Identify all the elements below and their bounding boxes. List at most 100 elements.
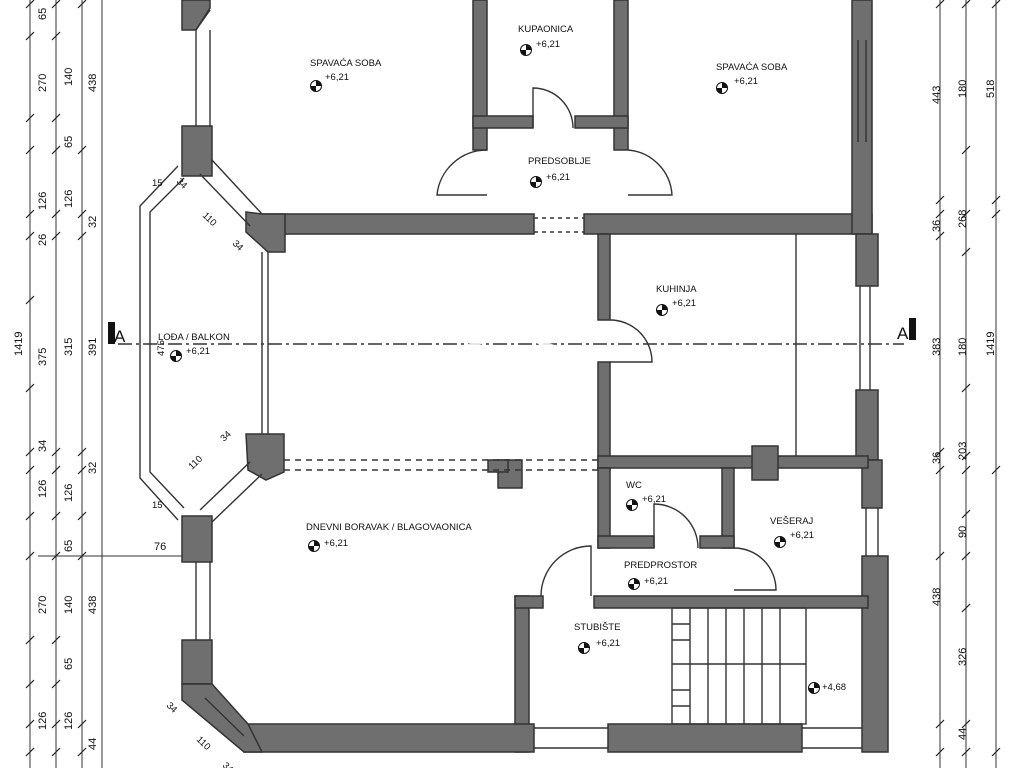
dim-left-1: 126 <box>37 480 49 498</box>
dim-left-3: 391 <box>87 338 99 356</box>
dim-inner: 34 <box>230 238 245 253</box>
dim-left-2: 32 <box>87 462 99 474</box>
dimension-tick <box>25 383 35 393</box>
dim-right-1: 383 <box>931 338 943 356</box>
room-label: LOĐA / BALKON <box>158 332 230 343</box>
dim-left-2: 65 <box>63 136 75 148</box>
dimension-tick <box>961 509 971 519</box>
dim-right-2: 90 <box>957 526 969 538</box>
dim-left-2: 32 <box>87 216 99 228</box>
dim-left-3: 44 <box>87 738 99 750</box>
section-mark-left: A <box>114 327 126 346</box>
dimension-tick <box>961 145 971 155</box>
dim-left-1: 34 <box>37 440 49 452</box>
dim-left-3: 438 <box>87 596 99 614</box>
room-living-dining: DNEVNI BORAVAK / BLAGOVAONICA +6,21 <box>306 522 472 552</box>
room-level: +6,21 <box>642 494 666 505</box>
dim-left-2: 65 <box>63 658 75 670</box>
dimension-tick <box>25 0 35 9</box>
dim-left-2: 140 <box>63 596 75 614</box>
dimension-tick <box>77 465 87 475</box>
room-kitchen: KUHINJA +6,21 <box>656 284 697 316</box>
dimension-tick <box>51 231 61 241</box>
dim-left-1: 270 <box>37 596 49 614</box>
dim-right-2: 203 <box>957 442 969 460</box>
dim-right-2: 326 <box>957 648 969 666</box>
watermark: GAZDAR nekretnine <box>429 327 591 439</box>
room-bedroom-left: SPAVAĆA SOBA +6,21 <box>310 58 382 92</box>
room-balcony: LOĐA / BALKON +6,21 <box>158 332 230 362</box>
dimension-tick <box>991 465 1001 475</box>
dim-right-2: 44 <box>957 728 969 740</box>
dimension-tick <box>77 447 87 457</box>
dim-left-1: 126 <box>37 712 49 730</box>
dimension-tick <box>25 511 35 521</box>
dim-left-2: 126 <box>63 484 75 502</box>
dim-right-1: 438 <box>931 588 943 606</box>
dimension-tick <box>935 231 945 241</box>
dimension-tick <box>77 209 87 219</box>
dimension-tick <box>961 719 971 729</box>
dim-right-1: 443 <box>931 86 943 104</box>
dim-left-2: 140 <box>63 68 75 86</box>
dimension-tick <box>935 719 945 729</box>
dimension-tick <box>991 0 1001 9</box>
room-level: +6,21 <box>325 72 349 83</box>
dimension-tick <box>961 247 971 257</box>
dimension-tick <box>51 747 61 757</box>
dimension-tick <box>51 635 61 645</box>
dimension-tick <box>25 447 35 457</box>
room-level: +6,21 <box>672 298 696 309</box>
dimension-tick <box>991 195 1001 205</box>
dimension-tick <box>51 209 61 219</box>
dim-left-1: 375 <box>37 348 49 366</box>
dimension-tick <box>51 465 61 475</box>
dim-right-1: 36 <box>931 452 943 464</box>
room-level: +6,21 <box>186 346 210 357</box>
room-level: +4,68 <box>822 682 846 693</box>
dim-inner: 110 <box>200 210 219 228</box>
dim-right-3: 1419 <box>985 332 997 356</box>
dimension-tick <box>51 551 61 561</box>
section-mark-right: A <box>897 324 909 343</box>
dimension-tick <box>77 511 87 521</box>
dim-left-3: 1419 <box>13 332 25 356</box>
dimension-tick <box>935 195 945 205</box>
room-hallway: PREDSOBLJE +6,21 <box>528 156 591 188</box>
dimension-tick <box>25 295 35 305</box>
dim-right-3: 518 <box>985 80 997 98</box>
room-level: +6,21 <box>644 576 668 587</box>
dimension-tick <box>25 679 35 689</box>
dim-left-1: 65 <box>37 8 49 20</box>
dimension-tick <box>935 209 945 219</box>
dimension-tick <box>77 0 87 9</box>
room-label: DNEVNI BORAVAK / BLAGOVAONICA <box>306 522 472 533</box>
dimension-tick <box>77 231 87 241</box>
room-bedroom-right: SPAVAĆA SOBA +6,21 <box>716 62 788 94</box>
dim-right-2: 268 <box>957 210 969 228</box>
dimension-tick <box>25 145 35 155</box>
dim-right-1: 36 <box>931 220 943 232</box>
dim-left-2: 315 <box>63 338 75 356</box>
dim-left-2: 126 <box>63 712 75 730</box>
dim-left-1: 270 <box>37 74 49 92</box>
dim-inner: 34 <box>218 429 233 444</box>
dim-left-2: 126 <box>63 190 75 208</box>
dimension-tick <box>961 465 971 475</box>
dimension-tick <box>25 719 35 729</box>
dimension-tick <box>51 145 61 155</box>
room-level: +6,21 <box>536 39 560 50</box>
dimension-tick <box>77 719 87 729</box>
dimension-lines <box>25 0 1001 768</box>
room-label: SPAVAĆA SOBA <box>716 62 788 73</box>
dim-inner: 34 <box>174 176 189 191</box>
dimension-tick <box>77 747 87 757</box>
dim-inner: 15 <box>152 178 163 189</box>
watermark-sub: nekretnine <box>432 419 537 439</box>
dimension-tick <box>51 0 61 9</box>
dim-inner: 15 <box>152 500 163 511</box>
walls <box>181 0 889 753</box>
dimension-tick <box>25 31 35 41</box>
dim-right-2: 180 <box>957 80 969 98</box>
